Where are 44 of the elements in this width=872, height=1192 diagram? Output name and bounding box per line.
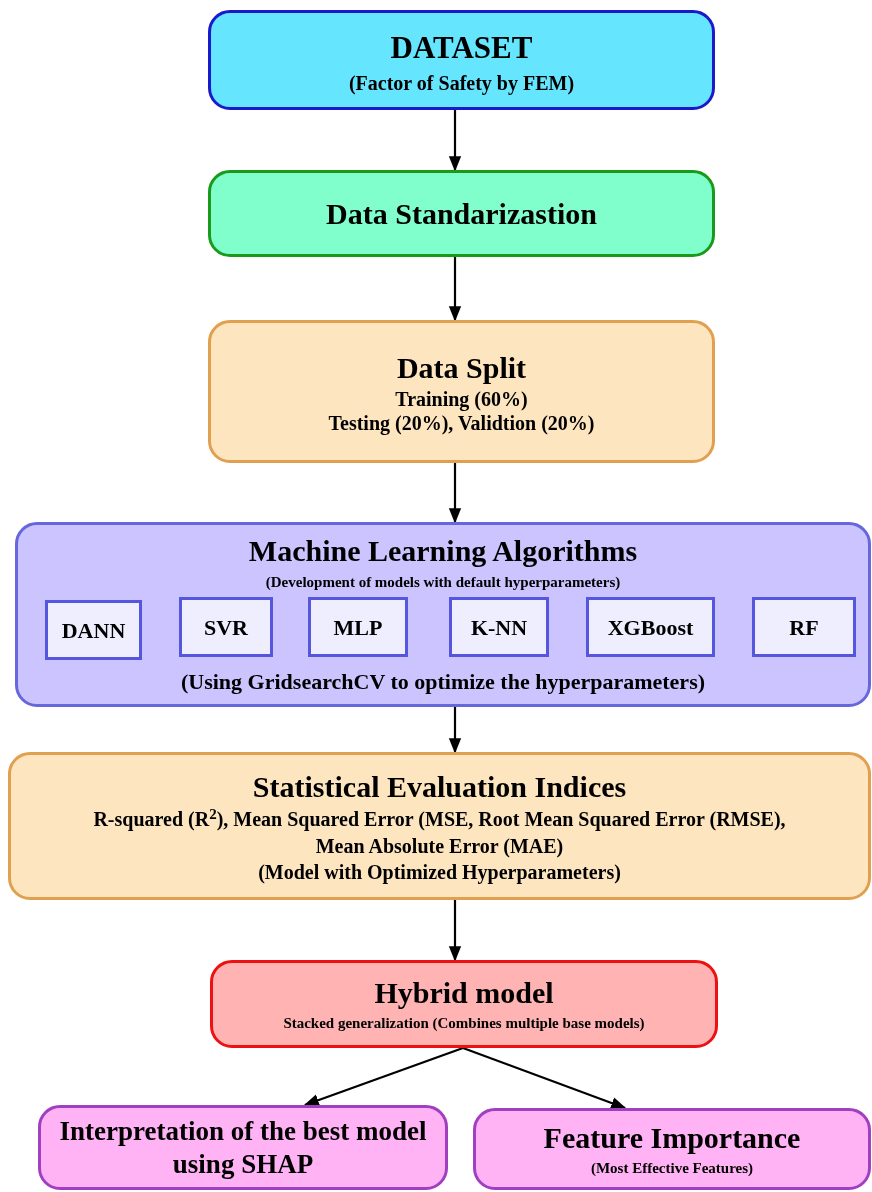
- box-title: K-NN: [470, 613, 528, 642]
- box-title: XGBoost: [607, 613, 694, 642]
- box-title: RF: [789, 613, 819, 642]
- algorithm-box: [449, 597, 549, 657]
- box-title: Feature Importance: [543, 1119, 801, 1156]
- box-title: Interpretation of the best model using SHAP: [58, 1114, 428, 1181]
- algorithm-box: [308, 597, 408, 657]
- output-box: [38, 1105, 448, 1190]
- panel-title: Machine Learning Algorithms: [247, 533, 639, 569]
- process-box: [208, 170, 715, 257]
- algorithm-box: [179, 597, 273, 657]
- dataset-box: [208, 10, 715, 110]
- algorithm-box: [45, 600, 142, 660]
- box-title: Statistical Evaluation Indices: [252, 769, 627, 805]
- box-title: SVR: [204, 613, 248, 642]
- arrow: [448, 463, 462, 524]
- box-title: MLP: [333, 613, 383, 642]
- box-text: (Most Effective Features): [590, 1158, 754, 1178]
- box-title: Data Standarizastion: [326, 196, 597, 232]
- box-title: Hybrid model: [374, 974, 554, 1011]
- arrow: [448, 707, 462, 754]
- box-title: DANN: [61, 616, 126, 645]
- arrow: [448, 257, 462, 322]
- algorithm-box: [752, 597, 856, 657]
- arrow: [303, 1046, 464, 1107]
- box-title: Data Split: [396, 349, 527, 386]
- algorithms-panel: [15, 522, 871, 707]
- output-box: [473, 1108, 871, 1190]
- box-text: Stacked generalization (Combines multiple base models): [283, 1013, 645, 1033]
- evaluation-box: [8, 752, 871, 900]
- box-text: Training (60%): [395, 386, 528, 411]
- algorithm-box: [586, 597, 715, 657]
- process-box: [208, 320, 715, 463]
- arrow: [462, 1046, 627, 1110]
- arrow: [448, 900, 462, 962]
- box-title: DATASET: [390, 28, 533, 67]
- box-text: R-squared (R$^{2}$), Mean Squared Error (MSE, Root Mean Squared Error (RMSE), Mean Absolute Error (MAE): [92, 806, 787, 860]
- box-text: (Factor of Safety by FEM): [348, 71, 575, 96]
- panel-subtitle: (Development of models with default hyperparameters): [264, 573, 622, 592]
- panel-note: (Using GridsearchCV to optimize the hyperparameters): [179, 668, 706, 696]
- box-text: Testing (20%), Validtion (20%): [328, 411, 595, 435]
- model-box: [210, 960, 718, 1048]
- arrow: [448, 110, 462, 172]
- box-text: (Model with Optimized Hyperparameters): [258, 860, 621, 884]
